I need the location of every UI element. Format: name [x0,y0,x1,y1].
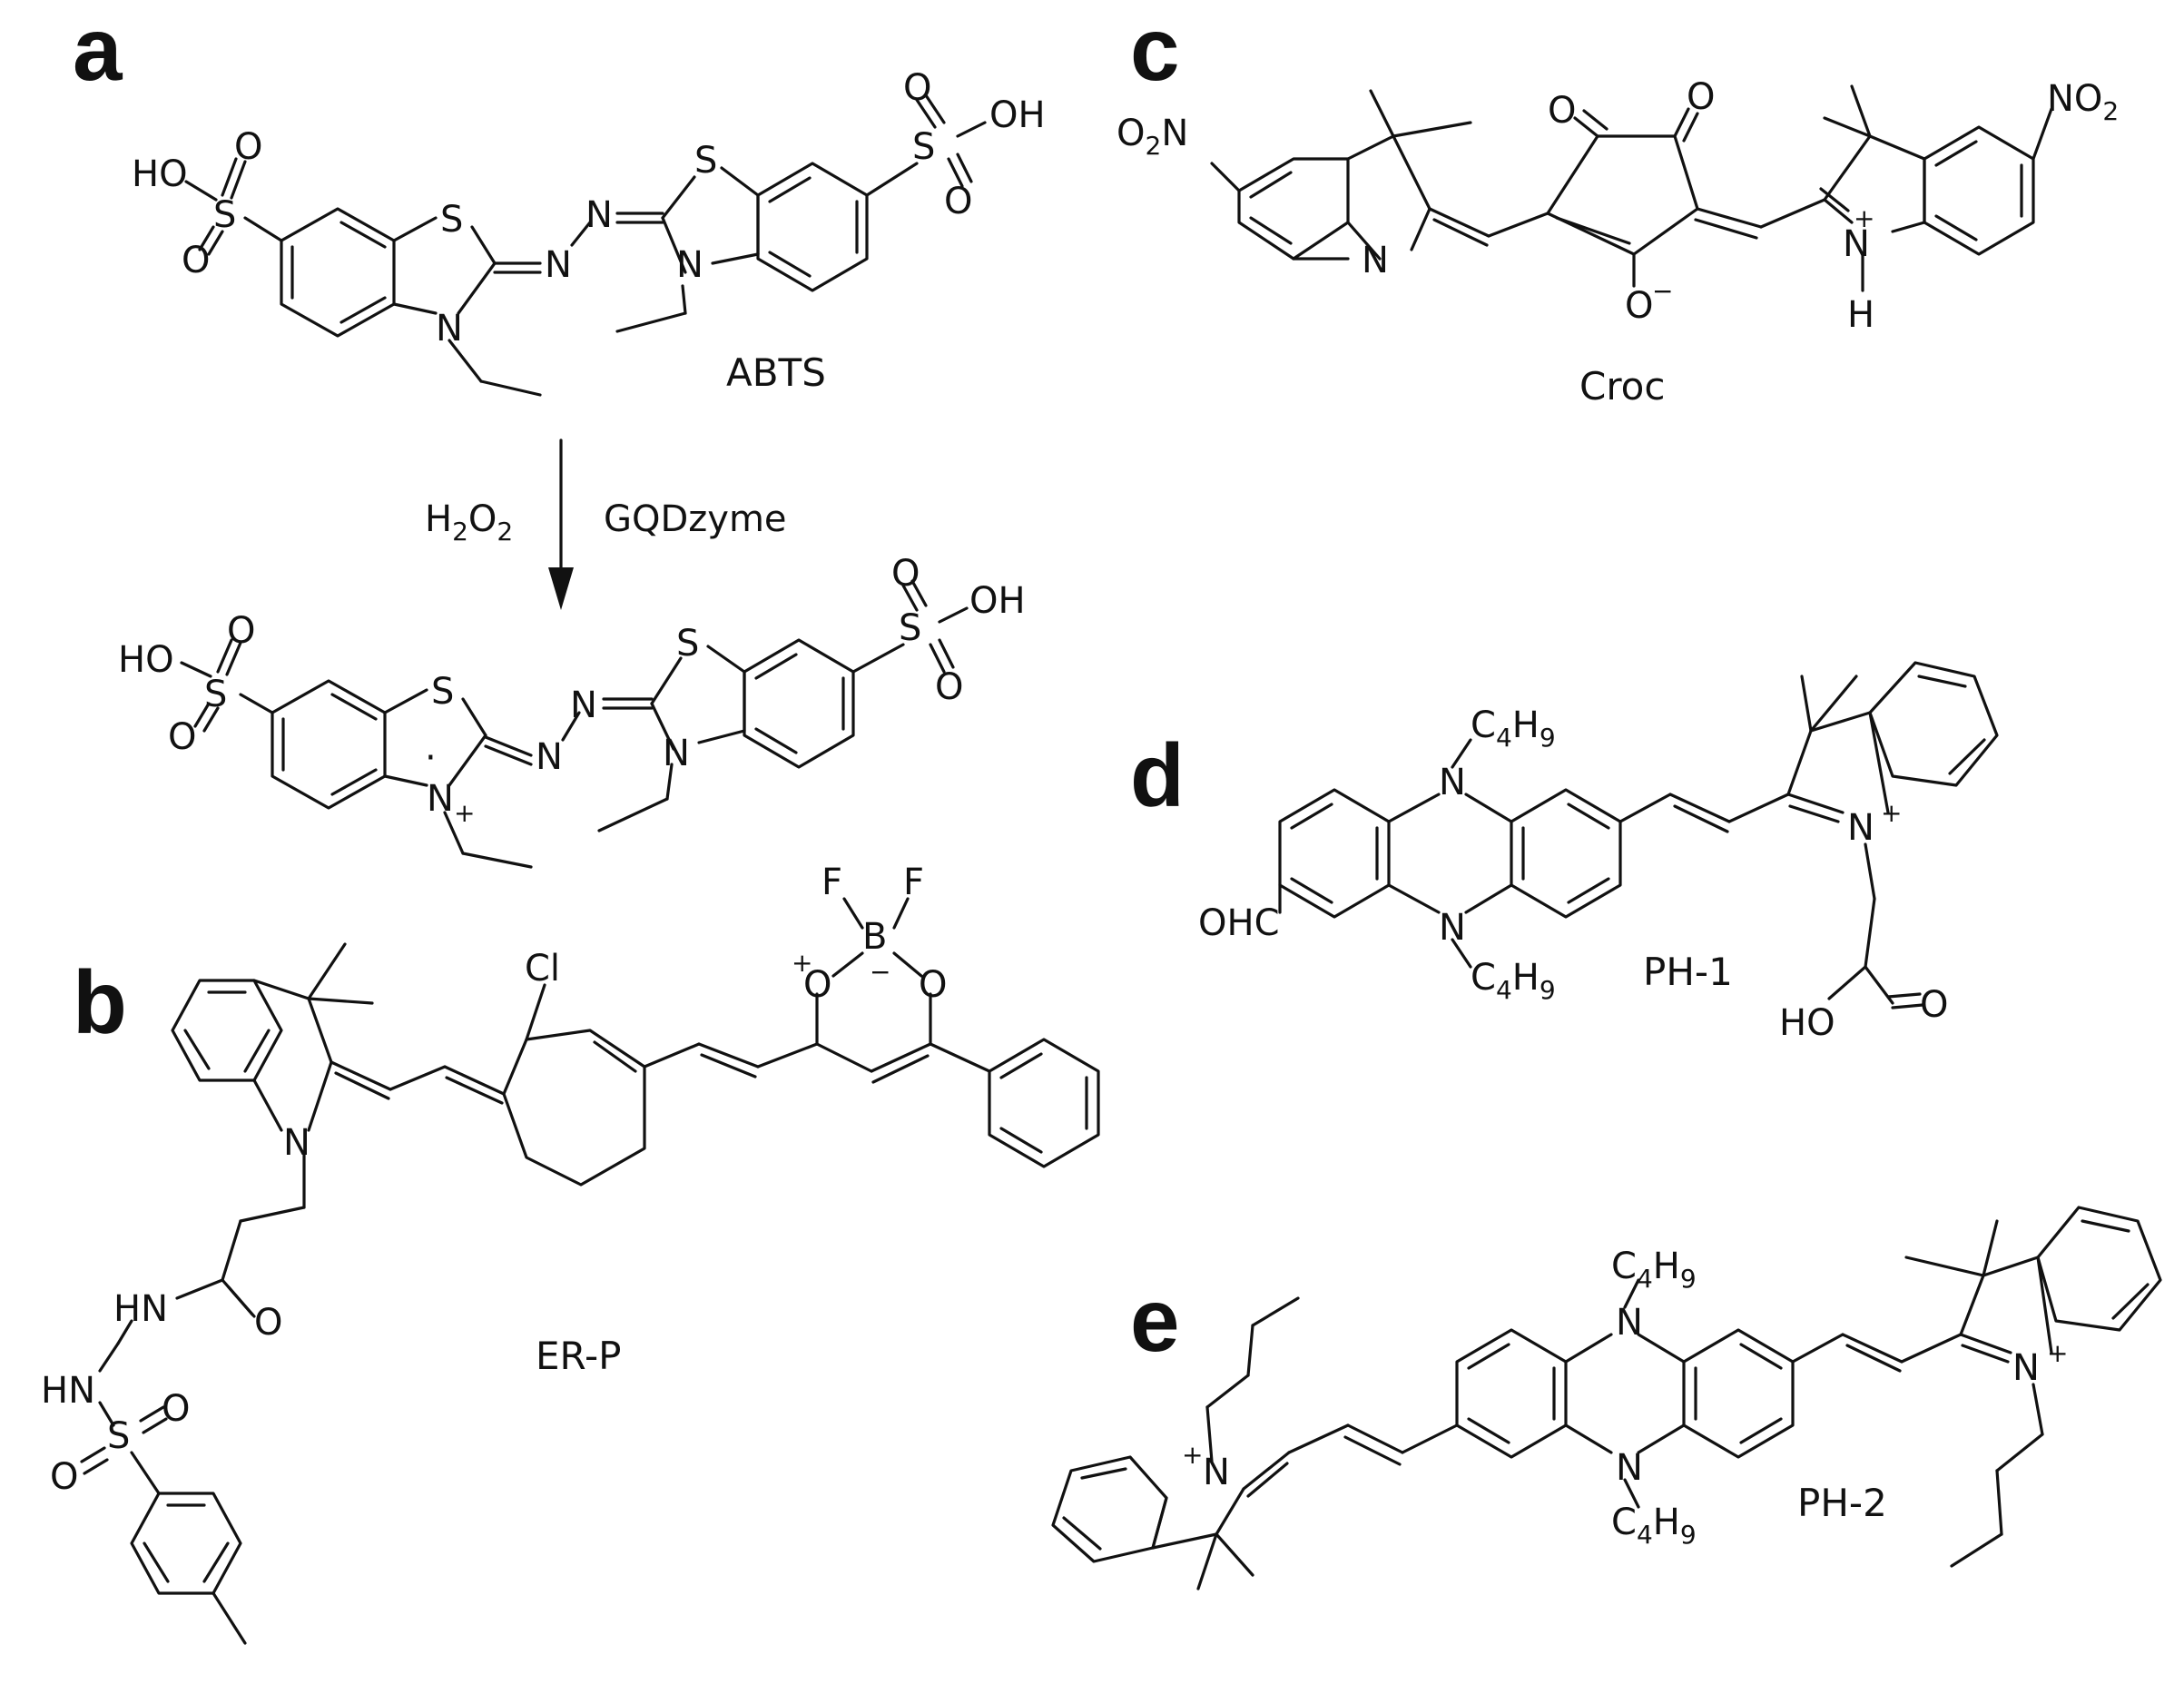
erp-name: ER-P [536,1334,622,1378]
reagent-gqdzyme: GQDzyme [604,498,787,540]
radical-o-right-bottom: O [935,666,963,708]
radical-o-left-bottom: O [168,716,196,758]
ph1-c4h9-bottom: C4H9 [1471,957,1556,1005]
abts-n-left: N [436,308,463,350]
ph2-n-left-plus: + [1182,1440,1203,1470]
erp-o-right: O [919,964,947,1006]
radical-s-right: S [899,607,921,649]
radical-azo-n2: N [570,684,597,726]
ph2-molecule: N N C4H9 C4H9 N + N + PH-2 [1051,1206,2162,1591]
panel-letter-a: a [73,0,123,99]
croc-minus-sign: − [1652,276,1673,306]
abts-thiazole-s-right: S [694,140,717,182]
croc-no2-right: NO2 [2047,78,2119,126]
erp-s-sulfonyl: S [107,1415,130,1457]
radical-n-left: N [427,778,454,820]
erp-o-plus: + [792,948,812,978]
abts-ho-left: HO [132,153,188,195]
radical-n-plus: + [454,798,475,828]
erp-amide-o: O [254,1302,282,1344]
erp-boron: B [862,916,887,958]
erp-o-left: O [803,964,831,1006]
abts-n-right: N [676,244,703,286]
radical-o-left-top: O [227,610,255,652]
abts-s-left: S [213,194,236,236]
ph2-c4h9-bottom: C4H9 [1611,1502,1697,1550]
ph1-ho: HO [1779,1002,1835,1044]
reagent-h2o2: H2O2 [425,498,513,547]
panel-letter-d: d [1130,725,1185,825]
ph1-plus: + [1881,798,1902,828]
abts-oh-right: OH [989,94,1046,136]
reaction-arrow: H2O2 GQDzyme [425,438,787,610]
abts-azo-n1: N [545,244,572,286]
ph1-n-plus-atom: N [1847,807,1874,849]
abts-name: ABTS [726,350,826,395]
ph1-n-bottom: N [1439,907,1466,949]
abts-azo-n2: N [585,194,613,236]
abts-molecule: HO S O O S N N N S N S O O OH ABTS [132,67,1046,397]
panel-letter-c: c [1130,0,1180,99]
croc-n-h: H [1847,294,1874,336]
radical-o-right-top: O [891,553,920,595]
radical-thiazole-s-left: S [431,671,454,713]
erp-n-indoline: N [283,1122,310,1164]
erp-f-right: F [903,862,924,903]
radical-oh-right: OH [969,580,1026,622]
ph2-n-bottom: N [1616,1447,1643,1489]
croc-o-left: O [1548,90,1576,132]
erp-hn-amide: HN [113,1288,168,1330]
ph1-n-top: N [1439,762,1466,803]
ph1-o: O [1920,984,1948,1026]
erp-b-minus: − [870,957,890,987]
croc-n-right: N [1843,223,1870,265]
croc-molecule: O2N N O O O − N + H NO2 Croc [1117,76,2119,409]
croc-name: Croc [1579,364,1665,409]
ph2-c4h9-top: C4H9 [1611,1246,1697,1294]
ph2-n-right: N [2012,1347,2040,1389]
erp-cl: Cl [525,948,560,990]
panel-letter-b: b [73,952,127,1052]
erp-f-left: F [821,862,842,903]
ph2-n-right-plus: + [2047,1338,2068,1368]
croc-no2-left: O2N [1117,113,1188,161]
radical-s-left: S [204,674,227,715]
radical-thiazole-s-right: S [676,623,699,665]
ph2-name: PH-2 [1797,1481,1887,1525]
erp-o-sulfonyl-left: O [50,1456,78,1498]
abts-radical-molecule: HO S O O S N + · N N S N S O O OH [118,553,1026,869]
ph2-n-left: N [1203,1452,1230,1493]
er-p-molecule: N Cl O + O B − F F O HN HN S O O ER-P [41,862,1100,1645]
abts-o-right-top: O [903,67,931,109]
croc-o-minus: O [1625,285,1653,327]
abts-o-left-top: O [234,126,262,168]
ph1-ohc: OHC [1198,902,1280,944]
abts-o-left-bottom: O [182,240,210,281]
radical-dot: · [425,737,437,779]
radical-n-right: N [663,733,690,774]
abts-o-right-bottom: O [944,181,972,222]
panel-letter-e: e [1130,1270,1180,1370]
croc-n-plus: + [1854,203,1874,233]
ph1-c4h9-top: C4H9 [1471,704,1556,753]
erp-hn-sulfonamide: HN [41,1370,95,1412]
abts-s-right: S [912,126,935,168]
erp-o-sulfonyl-right: O [162,1388,190,1430]
croc-n-left: N [1362,240,1389,281]
ph2-n-top: N [1616,1302,1643,1344]
ph1-name: PH-1 [1643,950,1733,994]
ph1-molecule: N N C4H9 C4H9 OHC N + HO O PH-1 [1198,661,1999,1044]
radical-azo-n1: N [536,736,563,778]
croc-o-right: O [1687,76,1715,118]
radical-ho-left: HO [118,639,174,681]
abts-thiazole-s-left: S [440,199,463,241]
